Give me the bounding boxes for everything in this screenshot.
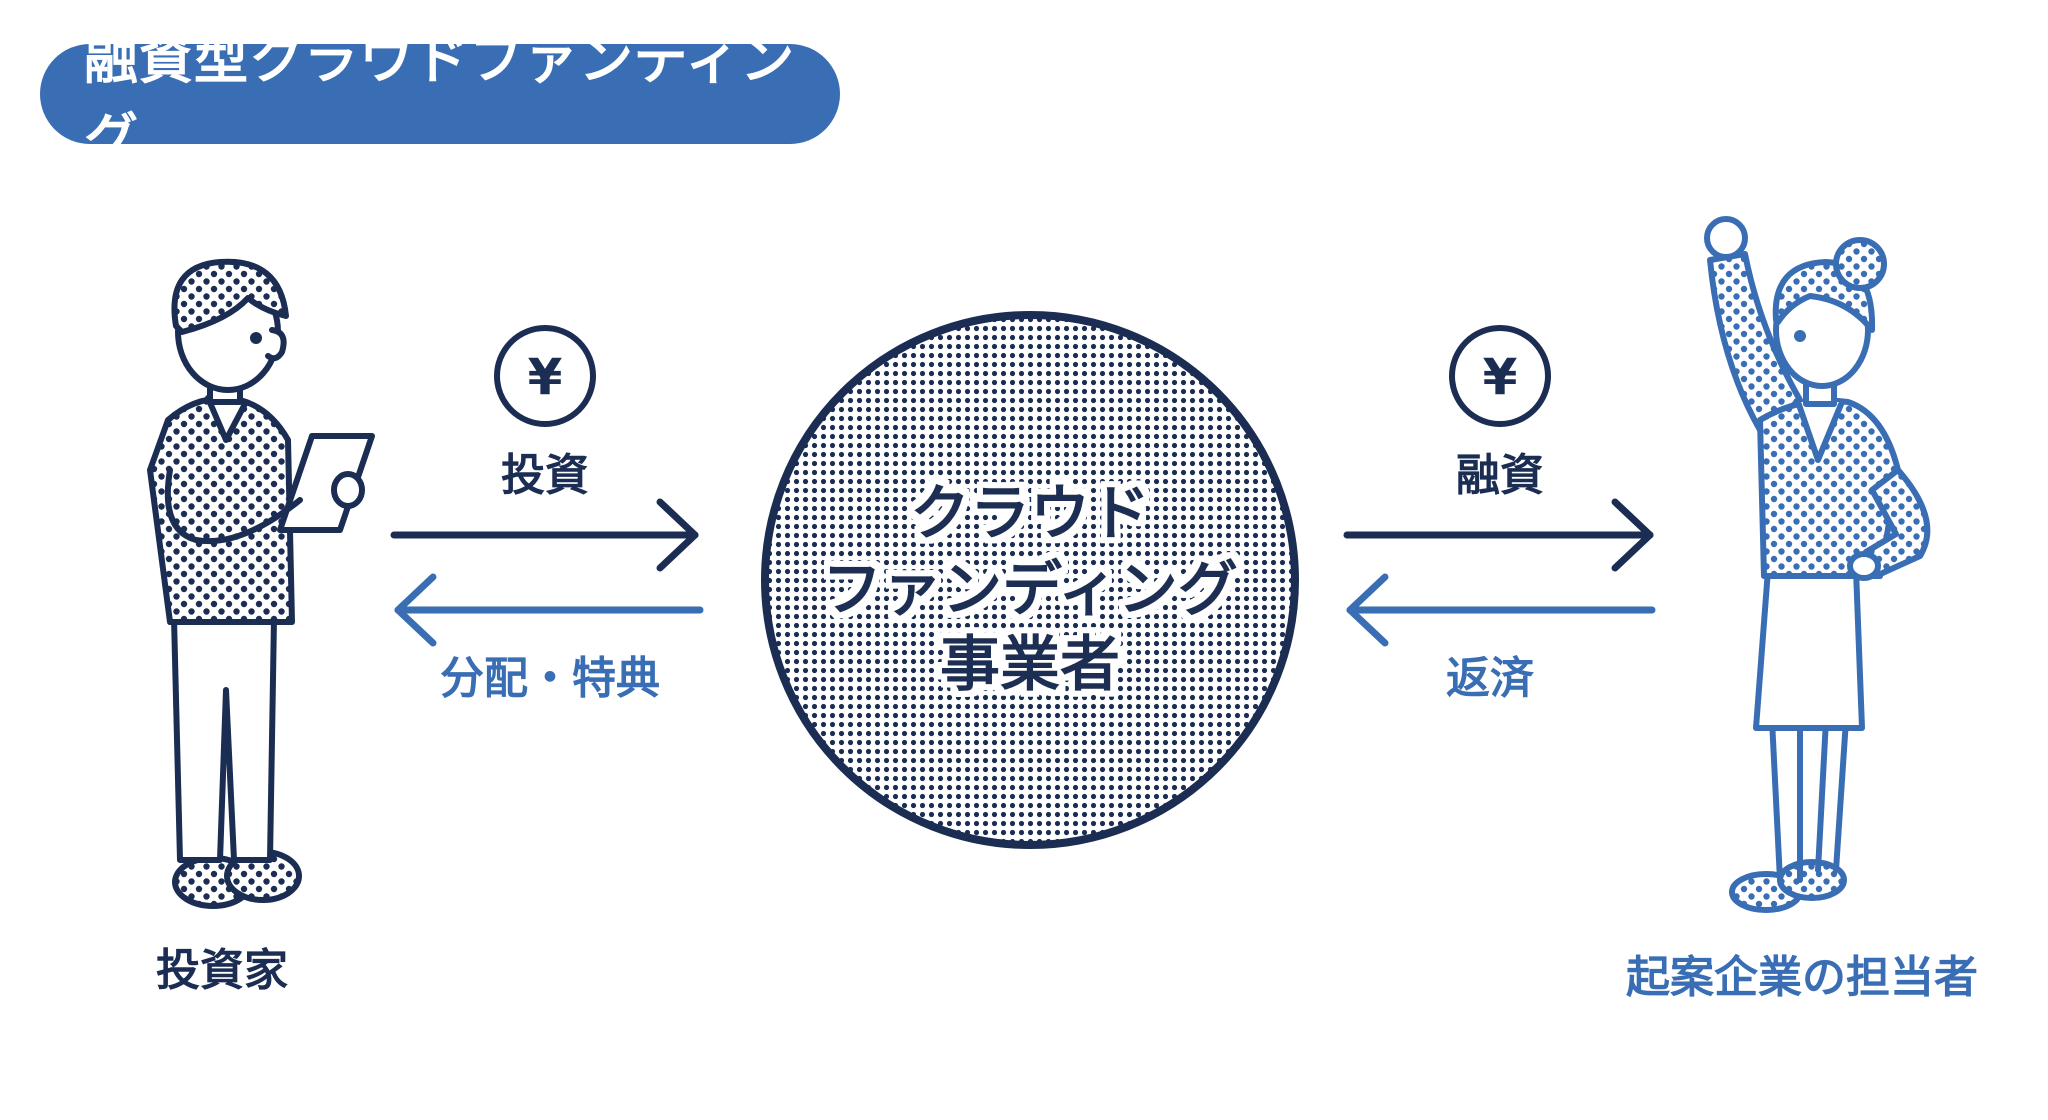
company-illustration <box>1704 216 1931 913</box>
investor-hand <box>331 471 365 509</box>
loan-label: 融資 <box>1456 450 1544 501</box>
investor-label: 投資家 <box>156 945 288 996</box>
company-eye <box>1794 330 1806 342</box>
investment-arrow <box>390 498 699 572</box>
investor-eye <box>250 332 262 344</box>
repayment-arrow <box>1346 573 1656 647</box>
yen-symbol: ¥ <box>528 348 563 406</box>
investor-arm <box>164 467 303 545</box>
investment-label: 投資 <box>501 450 589 501</box>
investor-trousers <box>171 615 277 863</box>
repayment-label: 返済 <box>1446 653 1535 704</box>
investor-collar <box>205 395 249 443</box>
investor-illustration <box>147 258 375 909</box>
platform-node: クラウド ファンディング 事業者 <box>761 311 1299 849</box>
company-hair-bun <box>1833 237 1887 291</box>
yen-symbol: ¥ <box>1483 348 1518 406</box>
company-blouse <box>1757 397 1901 579</box>
company-label: 起案企業の担当者 <box>1626 952 1978 1003</box>
investor-ear <box>265 327 287 362</box>
company-skirt <box>1753 567 1865 731</box>
platform-circle <box>761 311 1299 849</box>
platform-label-line2: ファンディング <box>822 555 1238 625</box>
distribution-arrow <box>394 573 704 647</box>
platform-label-line1: クラウド <box>910 479 1150 549</box>
platform-label-line3: 事業者 <box>940 630 1120 700</box>
left-yen-coin: ¥ <box>494 325 596 427</box>
loan-arrow <box>1343 498 1654 572</box>
right-yen-coin: ¥ <box>1449 325 1551 427</box>
left-flow: ¥ 投資 分配・特典 <box>390 325 704 704</box>
yen-coin-icon <box>1449 325 1551 427</box>
investor-tablet <box>277 433 375 533</box>
yen-coin-icon <box>494 325 596 427</box>
diagram-title: 融資型クラウドファンディング <box>84 28 796 170</box>
distribution-label: 分配・特典 <box>440 653 660 704</box>
title-banner: 融資型クラウドファンディング <box>40 28 840 170</box>
company-collar <box>1795 399 1845 463</box>
right-flow: ¥ 融資 返済 <box>1343 325 1656 704</box>
company-legs <box>1769 717 1849 883</box>
company-hand <box>1847 551 1881 581</box>
company-raised-fist <box>1704 216 1748 260</box>
investor-hair <box>171 258 289 335</box>
